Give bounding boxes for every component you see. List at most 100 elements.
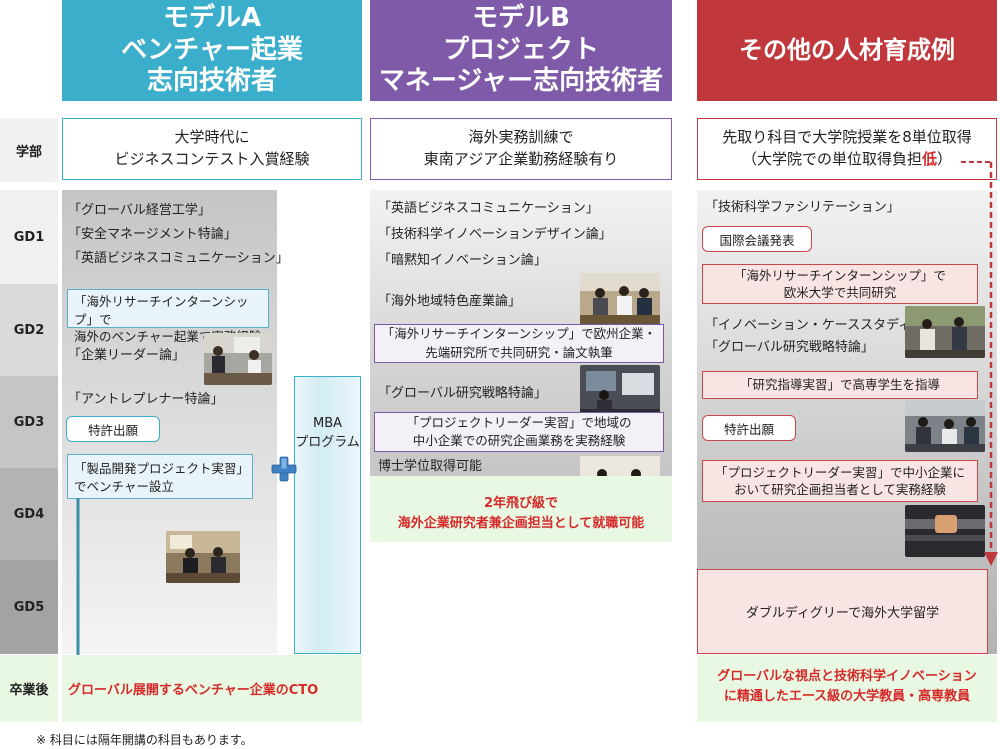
other-outcome-line-2: に精通したエース級の大学教員・高専教員 (723, 689, 971, 705)
undergrad-other-line-2-red: 低 (921, 150, 937, 168)
other-outcome-line-1: グローバルな視点と技術科学イノベーション (717, 669, 977, 684)
model-a-subtitle-1: ベンチャー起業 (121, 34, 303, 65)
model-b-internship-line-2: 先端研究所で共同研究・論文執筆 (425, 344, 613, 360)
model-a-leader-course: 「企業リーダー論」 (68, 348, 186, 363)
row-label-after: 卒業後 (9, 683, 49, 698)
other-project-leader-line-2: おいて研究企画担当者として実務経験 (734, 482, 946, 497)
other-patent-pill: 特許出願 (702, 415, 796, 441)
model-a-product-dev-line-1: 「製品開発プロジェクト実習」 (74, 461, 250, 476)
mba-program-bar: MBA プログラム (294, 376, 361, 654)
model-b-outcome-line-2: 海外企業研究者兼企画担当として就職可能 (397, 516, 645, 532)
undergrad-model-b-line-2: 東南アジア企業勤務経験有り (423, 150, 619, 168)
other-case-study-courses: 「イノベーション・ケーススタディ」 「グローバル研究戦略特論」 (705, 315, 924, 359)
model-a-title: モデルA (162, 2, 262, 33)
model-b-project-leader-line-1: 「プロジェクトリーダー実習」で地域の (406, 414, 632, 430)
other-internship-line-2: 欧米大学で共同研究 (783, 285, 897, 300)
model-b-course-1: 「英語ビジネスコミュニケーション」 (378, 201, 599, 216)
other-conference-label: 国際会議発表 (719, 232, 795, 248)
model-a-course-1: 「グローバル経営工学」 (68, 203, 211, 218)
model-a-header: モデルA ベンチャー起業 志向技術者 (62, 0, 362, 101)
after-band (0, 655, 58, 722)
undergrad-model-a-line-2: ビジネスコンテスト入賞経験 (114, 150, 310, 168)
row-label-gd4: GD4 (13, 506, 45, 522)
undergrad-band (0, 118, 58, 182)
model-b-internship-line-1: 「海外リサーチインターンシップ」で欧州企業・ (381, 326, 657, 342)
model-a-internship-line-1: 「海外リサーチインターンシップ」で (74, 294, 249, 327)
model-b-project-leader-line-2: 中小企業での研究企画業務を実務経験 (412, 433, 626, 448)
model-b-outcome-box (370, 476, 672, 542)
model-b-internship-box: 「海外リサーチインターンシップ」で欧州企業・ 先端研究所で共同研究・論文執筆 (374, 324, 664, 363)
other-double-degree-label: ダブルディグリーで海外大学留学 (745, 606, 940, 621)
model-a-product-dev-box: 「製品開発プロジェクト実習」 でベンチャー設立 (67, 454, 253, 499)
model-a-outcome-text: グローバル展開するベンチャー企業のCTO (68, 683, 319, 698)
workshop-photo-icon (905, 400, 985, 452)
other-project-leader-line-1: 「プロジェクトリーダー実習」で中小企業に (714, 464, 965, 480)
model-a-course-2: 「安全マネージメント特論」 (68, 227, 237, 242)
undergrad-model-b: 海外実務訓練で 東南アジア企業勤務経験有り (370, 118, 672, 180)
model-b-global-strategy-course: 「グローバル研究戦略特論」 (378, 386, 547, 401)
gd3-band (0, 376, 58, 468)
model-b-course-2: 「技術科学イノベーションデザイン論」 (378, 227, 612, 242)
model-a-course-3: 「英語ビジネスコミュニケーション」 (68, 251, 289, 266)
other-project-leader-box: 「プロジェクトリーダー実習」で中小企業に おいて研究企画担当者として実務経験 (702, 460, 978, 502)
mba-program-label: MBA プログラム (295, 415, 360, 453)
undergrad-other-line-2-prefix: （大学院での単位取得負担 (741, 150, 922, 168)
undergrad-model-a: 大学時代に ビジネスコンテスト入賞経験 (62, 118, 362, 180)
mba-program-line-1: MBA (312, 416, 343, 431)
gd4-band (0, 468, 58, 560)
model-a-internship-box: 「海外リサーチインターンシップ」で 海外のベンチャー起業で実務経験 (67, 289, 269, 344)
model-a-subtitle-2: 志向技術者 (146, 66, 277, 97)
other-patent-label: 特許出願 (723, 421, 774, 437)
row-label-gd1: GD1 (13, 229, 45, 245)
model-a-gd1-courses: 「グローバル経営工学」 「安全マネージメント特論」 「英語ビジネスコミュニケーシ… (68, 199, 289, 271)
dashed-arrow-icon (961, 161, 998, 566)
equipment-photo-icon (905, 505, 985, 557)
discussion-photo-icon (580, 273, 660, 325)
other-header: その他の人材育成例 (697, 0, 997, 101)
model-b-header: モデルB プロジェクト マネージャー志向技術者 (370, 0, 672, 101)
lab-photo-icon (580, 365, 660, 417)
model-b-phd-label: 博士学位取得可能 (378, 459, 483, 474)
other-research-guidance-box: 「研究指導実習」で高専学生を指導 (702, 371, 978, 399)
undergrad-model-a-line-1: 大学時代に (174, 128, 250, 147)
undergrad-model-b-line-1: 海外実務訓練で (468, 128, 574, 147)
row-label-gd3: GD3 (13, 414, 45, 430)
model-a-product-dev-line-2: でベンチャー設立 (74, 478, 174, 494)
undergrad-other-line-2: （大学院での単位取得負担低） (742, 149, 952, 171)
other-conference-pill: 国際会議発表 (702, 226, 812, 252)
meeting-photo-icon (204, 333, 272, 385)
model-b-outcome-line-1: 2年飛び級で (483, 496, 559, 511)
gd5-band (0, 560, 58, 654)
plus-icon (270, 455, 298, 483)
model-b-course-3: 「暗黙知イノベーション論」 (378, 253, 547, 268)
model-b-project-leader-box: 「プロジェクトリーダー実習」で地域の 中小企業での研究企画業務を実務経験 (374, 412, 664, 452)
other-outcome-box (697, 655, 997, 722)
undergrad-other-line-2-suffix: ） (937, 150, 953, 168)
model-a-patent-label: 特許出願 (87, 422, 138, 438)
model-b-title: モデルB (472, 2, 570, 33)
model-b-outcome-text: 2年飛び級で 海外企業研究者兼企画担当として就職可能 (370, 494, 672, 534)
row-label-gd2: GD2 (13, 322, 45, 338)
other-double-degree-box: ダブルディグリーで海外大学留学 (697, 569, 988, 654)
presentation-photo-icon (905, 306, 985, 358)
model-b-subtitle-2: マネージャー志向技術者 (378, 66, 664, 97)
other-title: その他の人材育成例 (739, 35, 955, 64)
mba-program-line-2: プログラム (295, 434, 360, 450)
undergrad-other: 先取り科目で大学院授業を8単位取得 （大学院での単位取得負担低） (697, 118, 997, 180)
undergrad-other-line-1: 先取り科目で大学院授業を8単位取得 (722, 128, 972, 147)
model-a-arrow-icon (70, 498, 86, 670)
other-case-study-course: 「イノベーション・ケーススタディ」 (705, 318, 925, 333)
gd1-band (0, 190, 58, 284)
footnote: ※ 科目には隔年開講の科目もあります。 (36, 733, 253, 747)
other-internship-line-1: 「海外リサーチインターンシップ」で (734, 267, 946, 283)
other-facilitation-course: 「技術科学ファシリテーション」 (705, 200, 900, 215)
model-a-patent-pill: 特許出願 (66, 416, 160, 442)
other-internship-box: 「海外リサーチインターンシップ」で 欧米大学で共同研究 (702, 264, 978, 304)
other-global-strategy-course: 「グローバル研究戦略特論」 (705, 340, 874, 355)
office-photo-icon (166, 531, 240, 583)
gd2-band (0, 284, 58, 376)
other-outcome-text: グローバルな視点と技術科学イノベーション に精通したエース級の大学教員・高専教員 (697, 667, 997, 707)
row-label-gd5: GD5 (13, 599, 45, 615)
row-label-undergrad: 学部 (15, 144, 42, 160)
other-research-guidance-label: 「研究指導実習」で高専学生を指導 (739, 377, 940, 393)
